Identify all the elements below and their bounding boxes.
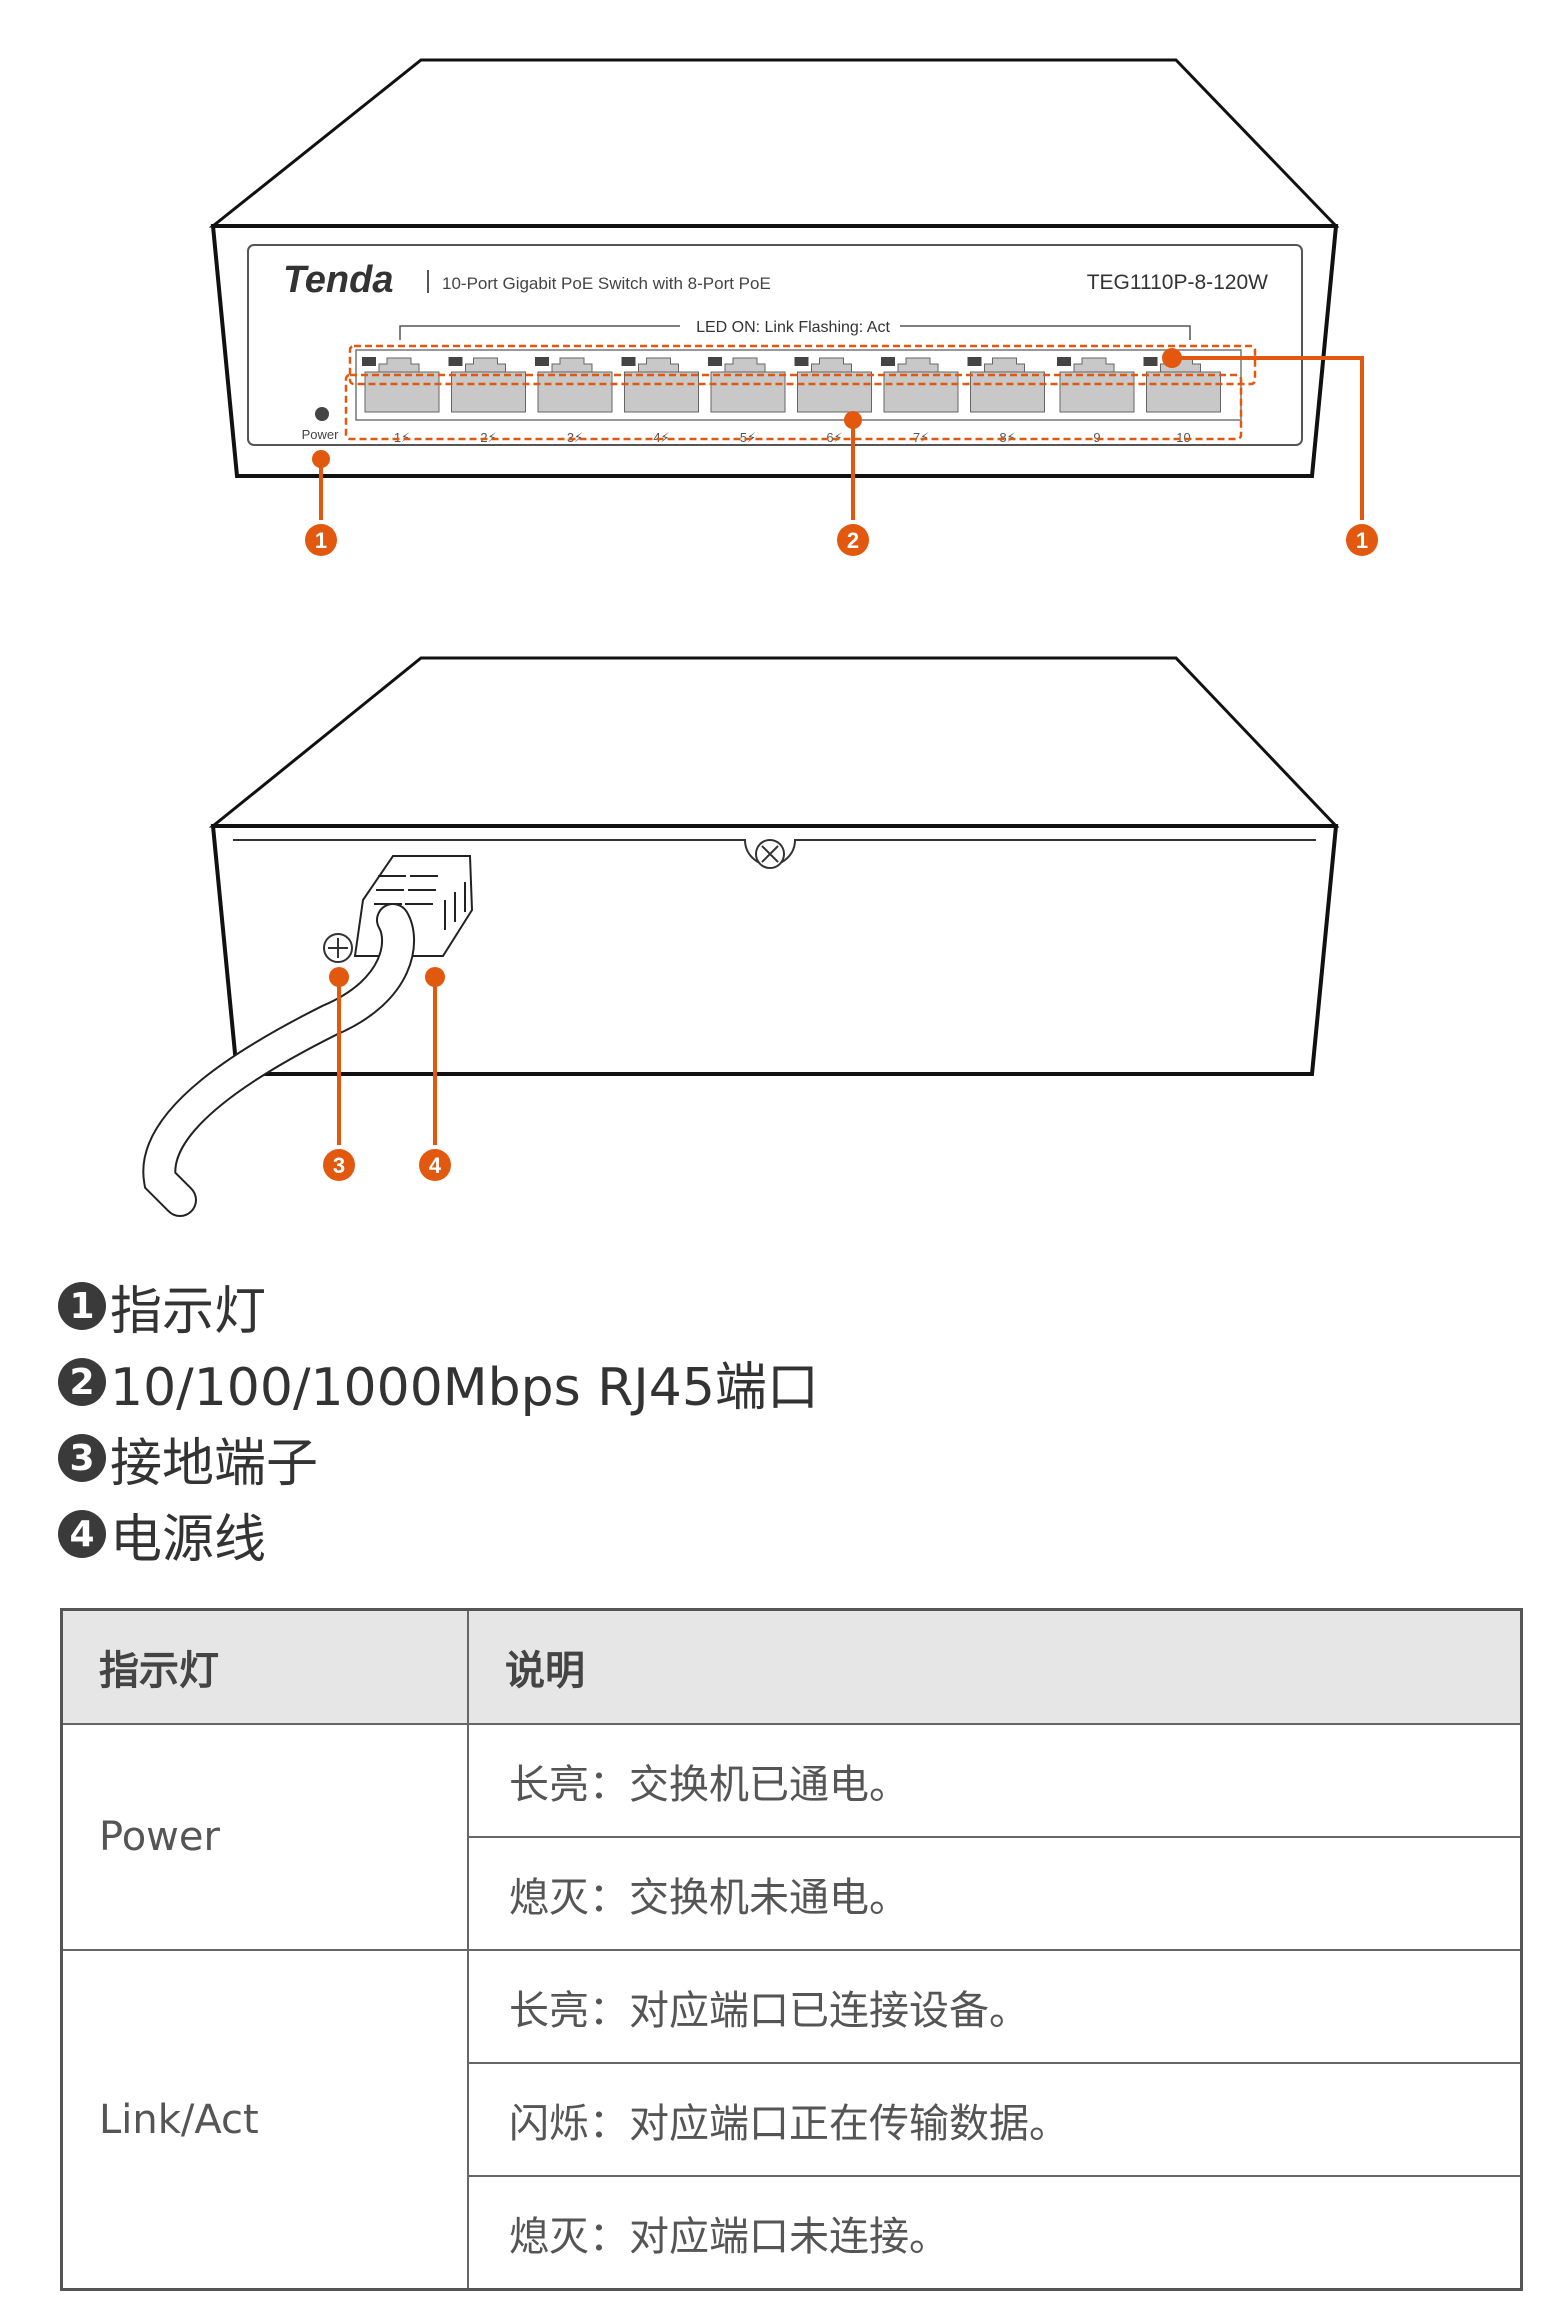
switch-rear-face: [210, 824, 1339, 1076]
indicator-power: Power: [60, 1723, 469, 1951]
header-description: 说明: [467, 1608, 1523, 1725]
number-badge: 2: [58, 1358, 106, 1406]
rj45-port: 6⚡: [794, 357, 872, 445]
port-jack: [364, 371, 440, 413]
rj45-port: 5⚡: [708, 357, 786, 445]
led-caption: LED ON: Link Flashing: Act: [696, 319, 890, 336]
led-indicator-table: 指示灯 说明 Power 长亮：交换机已通电。 熄灭：交换机未通电。 Link/…: [60, 1608, 1523, 2291]
number-badge: 3: [58, 1434, 106, 1482]
switch-top-face: [208, 656, 1340, 828]
link-led: [1057, 357, 1071, 366]
svg-text:1: 1: [1356, 528, 1368, 553]
number-badge: 4: [58, 1510, 106, 1558]
rj45-port: 4⚡: [621, 357, 699, 445]
port-number: 1⚡: [394, 430, 410, 445]
link-led: [362, 357, 376, 366]
port-number: 4⚡: [653, 430, 669, 445]
legend-text: 电源线: [110, 1509, 267, 1570]
legend-text: 接地端子: [110, 1433, 319, 1494]
port-jack: [710, 371, 786, 413]
callout-1-link-led: 1: [1346, 524, 1378, 556]
port-jack: [1146, 371, 1221, 413]
port-jack: [883, 371, 959, 413]
table-row: 熄灭：对应端口未连接。: [62, 2175, 1523, 2291]
port-jack: [537, 371, 613, 413]
svg-text:1: 1: [315, 528, 327, 553]
port-jack: [451, 371, 526, 413]
table-header-row: 指示灯 说明: [60, 1608, 1523, 1725]
table-row: 闪烁：对应端口正在传输数据。: [62, 2062, 1523, 2177]
rj45-port: 7⚡: [881, 357, 959, 445]
svg-text:3: 3: [333, 1153, 345, 1178]
description-cell: 闪烁：对应端口正在传输数据。: [467, 2062, 1523, 2177]
rj45-port: 3⚡: [535, 357, 613, 445]
ground-terminal: [323, 933, 353, 963]
svg-text:2: 2: [847, 528, 859, 553]
callout-3-ground: 3: [323, 1149, 355, 1181]
switch-back-illustration: 3 4: [142, 656, 1340, 1217]
model-number: TEG1110P-8-120W: [1087, 271, 1268, 294]
callout-1-power: 1: [305, 524, 337, 556]
power-led: [315, 407, 329, 421]
link-led: [535, 357, 549, 366]
legend-text: 指示灯: [110, 1281, 267, 1342]
port-number: 2⚡: [480, 430, 496, 445]
link-led: [448, 357, 463, 366]
description-cell: 熄灭：对应端口未连接。: [467, 2175, 1523, 2291]
number-badge: 1: [58, 1282, 106, 1330]
port-jack: [1059, 371, 1135, 413]
link-led: [967, 357, 982, 366]
rj45-port: 2⚡: [448, 357, 526, 445]
description-cell: 长亮：对应端口已连接设备。: [467, 1949, 1523, 2064]
port-number: 10: [1176, 430, 1190, 445]
port-number: 3⚡: [567, 430, 583, 445]
tenda-logo: Tenda: [283, 259, 394, 301]
header-indicator: 指示灯: [60, 1608, 469, 1725]
switch-front-illustration: Tenda 10-Port Gigabit PoE Switch with 8-…: [208, 58, 1378, 556]
port-jack: [970, 371, 1045, 413]
port-jack: [624, 371, 699, 413]
legend-text: 10/100/1000Mbps RJ45端口: [110, 1357, 819, 1418]
port-number: 7⚡: [913, 430, 929, 445]
switch-top-face: [208, 58, 1340, 228]
port-number: 9: [1093, 430, 1100, 445]
rj45-port: 8⚡: [967, 357, 1045, 445]
table-row: Power 长亮：交换机已通电。: [60, 1723, 1523, 1951]
table-row: Link/Act 长亮：对应端口已连接设备。: [60, 1949, 1523, 2291]
port-number: 5⚡: [740, 430, 756, 445]
rj45-port: 1⚡: [362, 357, 440, 445]
indicator-link-act: Link/Act: [60, 1949, 469, 2291]
port-number: 6⚡: [826, 430, 842, 445]
callout-4-power-cord: 4: [419, 1149, 451, 1181]
rj45-port: 9: [1057, 357, 1135, 445]
link-led: [1143, 357, 1158, 366]
link-led: [708, 357, 722, 366]
rj45-ports: 1⚡ 2⚡ 3⚡ 4⚡ 5⚡ 6⚡ 7⚡ 8⚡ 9 10: [355, 349, 1242, 445]
table-row: 熄灭：交换机未通电。: [62, 1836, 1523, 1951]
description-cell: 熄灭：交换机未通电。: [467, 1836, 1523, 1951]
port-jack: [797, 371, 872, 413]
svg-text:4: 4: [429, 1153, 442, 1178]
port-number: 8⚡: [999, 430, 1015, 445]
link-led: [621, 357, 636, 366]
screw-icon: [755, 839, 785, 869]
product-description: 10-Port Gigabit PoE Switch with 8-Port P…: [442, 274, 771, 293]
description-cell: 长亮：交换机已通电。: [467, 1723, 1523, 1838]
rj45-port: 10: [1143, 357, 1221, 445]
callout-2-ports: 2: [837, 524, 869, 556]
link-led: [881, 357, 895, 366]
power-label: Power: [302, 427, 340, 442]
link-led: [794, 357, 809, 366]
